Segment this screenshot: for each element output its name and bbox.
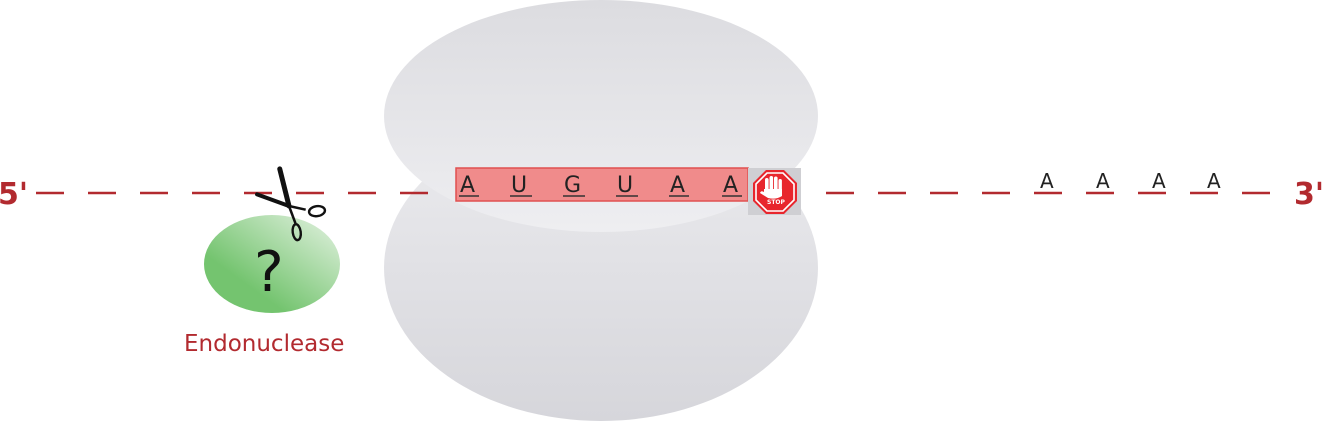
scissors-handle-ring: [307, 204, 327, 218]
codon-letter: A: [723, 173, 738, 198]
stop-sign-octagon-inner: [755, 172, 795, 212]
codon-letter: A: [670, 173, 685, 198]
codon-letter: A: [460, 173, 475, 198]
endonuclease: ?: [204, 215, 340, 313]
poly-a-letter: A: [1152, 169, 1166, 193]
codon-letter: U: [617, 173, 633, 198]
poly-a-tail: A A A A: [1040, 169, 1221, 193]
scissors-icon: [255, 166, 327, 242]
codon-highlight-box: [455, 167, 749, 202]
endonuclease-label: Endonuclease: [184, 331, 344, 357]
scissors-blade: [255, 192, 291, 208]
scissors-blade: [277, 166, 292, 209]
scissors-handle: [287, 205, 297, 224]
hand-icon: [760, 176, 782, 199]
endonuclease-body: [204, 215, 340, 313]
codon-letter: G: [564, 173, 581, 198]
stop-sign-hand-icon: STOP: [748, 168, 801, 215]
codon-letter: U: [511, 173, 527, 198]
scissors-handle-ring: [291, 223, 303, 242]
three-prime-label: 3': [1294, 177, 1323, 212]
poly-a-letter: A: [1040, 169, 1054, 193]
scissors-handle: [288, 204, 306, 211]
codon-sequence: A U G U A A: [460, 173, 738, 198]
five-prime-label: 5': [0, 177, 28, 212]
stop-sign-text: STOP: [767, 199, 786, 206]
poly-a-letter: A: [1096, 169, 1110, 193]
unknown-mark: ?: [254, 240, 284, 305]
poly-a-letter: A: [1207, 169, 1221, 193]
